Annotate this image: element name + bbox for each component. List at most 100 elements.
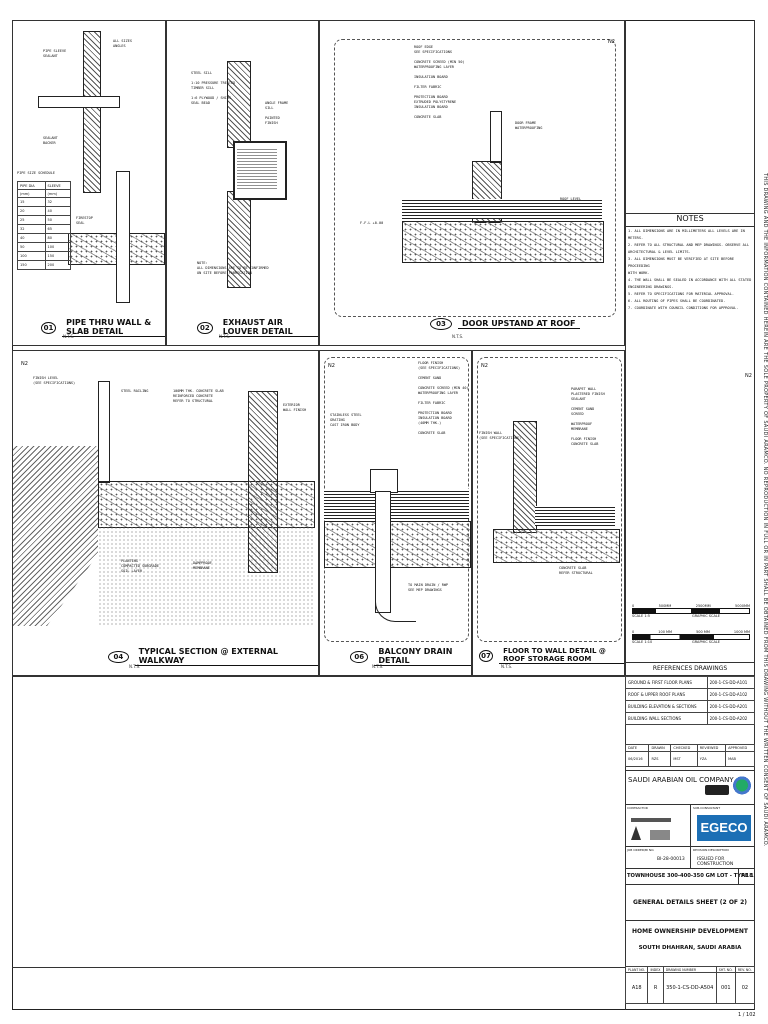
door-frame [490,111,502,163]
balcony-slab [324,521,471,568]
graphic-scale-top: 0 500MM 2500MM 5000MM SCALE 1:5 GRAPHIC … [632,604,750,618]
ref-title: BUILDING ELEVATION & SECTIONS [625,700,708,713]
detail-scale: N.T.S. [129,664,141,669]
sheet-title: GENERAL DETAILS SHEET (2 OF 2) [632,899,748,906]
legal-notice: THIS DRAWING AND THE INFORMATION CONTAIN… [762,173,768,847]
approval-header: APPROVED [725,744,755,752]
notes-heading: NOTES [625,213,755,227]
detail-title-01: 01 PIPE THRU WALL & SLAB DETAIL [41,318,165,337]
approval-table: DATE DRAWN CHECKED REVIEWED APPROVED 06/… [624,744,755,767]
pipe-table-title: PIPE SIZE SCHEDULE [17,171,55,175]
revision-tag: N2 [745,373,752,379]
table-header: SLEEVE [44,181,72,190]
project-code: A18 [741,873,753,879]
project-name: HOME OWNERSHIP DEVELOPMENT [632,928,748,935]
scale-label: 0 [632,604,635,608]
ref-number: 200-1-CS-DD-A102 [706,688,756,701]
detail-scale: N.T.S. [372,664,384,669]
detail-title-text: FLOOR TO WALL DETAIL @ ROOF STORAGE ROOM [499,647,624,664]
ref-number: 200-1-CS-DD-A201 [706,700,756,713]
approval-value: RZS [648,751,672,767]
detail-scale: N.T.S. [219,334,231,339]
storage-wall [513,421,537,533]
scale-label: 2500MM [695,604,711,608]
table-cell: 32 [17,224,46,234]
revision-tag: N2 [328,363,335,369]
job-number: BI-28-00013 [657,857,685,862]
label-block: FLOOR FINISH(SEE SPECIFICATIONS)CEMENT S… [418,361,469,435]
drain-elbow [375,591,416,622]
detail-boundary [477,357,622,642]
column-divider [690,805,691,847]
detail-scale: N.T.S. [501,664,513,669]
empty-drawing-area [12,676,625,968]
note-item: 3. ALL DIMENSIONS MUST BE VERIFIED AT SI… [628,257,735,268]
approval-value: YZA [696,751,727,767]
detail-title-06: 06 BALCONY DRAIN DETAIL [350,647,471,666]
detail-scale: N.T.S. [63,334,75,339]
note-item: 2. REFER TO ALL STRUCTURAL AND MEP DRAWI… [628,243,750,247]
approval-value: MST [670,751,698,767]
walkway-slab [98,481,315,528]
table-cell: 150 [44,251,72,261]
drawing-number: 350-1-CS-DD-A504 [662,972,717,1004]
table-cell: 20 [17,206,46,216]
table-header: (mm) [17,189,46,198]
ref-title: ROOF & UPPER ROOF PLANS [625,688,708,701]
column-divider [738,869,739,885]
table-cell: 150 [17,260,46,270]
ref-number: 200-1-CS-DD-A202 [706,712,756,725]
ref-number: 200-1-CS-DD-A101 [706,676,756,689]
revision-label: REVISION DESCRIPTION [693,848,729,852]
compacted-fill [98,526,313,626]
approval-value: MAB [725,751,755,767]
approval-header: DATE [624,744,650,752]
ref-title: GROUND & FIRST FLOOR PLANS [625,676,708,689]
roof-layers [402,199,602,219]
approval-value: 06/2016 [624,751,650,767]
detail-title-07: 07 FLOOR TO WALL DETAIL @ ROOF STORAGE R… [479,647,624,664]
roof-slab [402,221,604,263]
table-cell: 50 [17,242,46,252]
vertical-pipe [116,171,130,303]
title-block-column [625,20,755,1010]
aramco-logo [705,785,729,795]
wall-section [83,31,101,193]
job-block: JOB ORDER/BI NO. REVISION DESCRIPTION BI… [625,846,755,869]
contractor-logo [631,815,681,843]
contractor-label: CONTRACTOR [627,806,648,810]
project-location: SOUTH DHAHRAN, SAUDI ARABIA [638,945,742,951]
drain-body [370,469,398,493]
revision-tag: N2 [21,361,28,367]
table-cell: 40 [17,233,46,243]
label-block: FINISH LEVEL(SEE SPECIFICATIONS) [33,376,76,385]
detail-number: 03 [430,318,452,330]
louver-blades [237,149,277,189]
consultant-logo: EGECO [697,815,751,841]
detail-number: 06 [350,650,369,663]
plant-number: A18 [624,972,649,1004]
company-name: SAUDI ARABIAN OIL COMPANY [628,776,734,784]
label-block: ROOF LEVEL [560,197,582,201]
detail-title-03: 03 DOOR UPSTAND AT ROOF [430,318,580,330]
wall-section-lower [227,191,251,288]
table-cell: 25 [17,215,46,225]
table-cell: 100 [44,242,72,252]
detail-scale: N.T.S. [452,334,464,339]
detail-panel-04: N2 FINISH LEVEL(SEE SPECIFICATIONS) STEE… [12,350,319,676]
